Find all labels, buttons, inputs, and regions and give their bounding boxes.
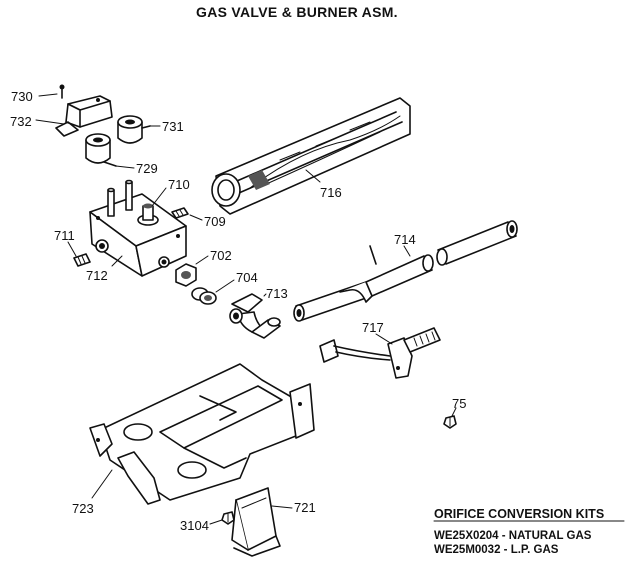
label-730: 730	[11, 89, 33, 104]
screw-3104	[221, 511, 235, 525]
leader-723	[91, 469, 113, 499]
leader-730	[38, 93, 58, 97]
elbow-713	[229, 293, 281, 339]
label-714: 714	[394, 232, 416, 247]
leader-713	[263, 293, 267, 297]
label-711: 711	[54, 228, 75, 243]
fitting-709	[171, 207, 189, 219]
leader-702	[195, 255, 209, 265]
shield-721	[231, 487, 281, 557]
tube-714	[293, 220, 518, 322]
leader-3104	[209, 519, 223, 525]
leader-717	[375, 333, 393, 345]
label-729: 729	[136, 161, 158, 176]
label-702: 702	[210, 248, 232, 263]
kit-natural-gas: WE25X0204 - NATURAL GAS	[434, 530, 592, 542]
diagram-title: GAS VALVE & BURNER ASM.	[196, 4, 398, 20]
gas-valve-712	[89, 179, 187, 277]
leader-709	[189, 214, 203, 221]
leader-729	[115, 165, 135, 169]
label-723: 723	[72, 501, 94, 516]
label-75: 75	[452, 396, 466, 411]
screw-730	[59, 84, 65, 99]
label-710: 710	[168, 177, 190, 192]
label-717: 717	[362, 320, 384, 335]
orifice-704	[191, 287, 217, 305]
igniter-717	[319, 327, 441, 379]
burner-716	[211, 97, 411, 215]
leader-732	[35, 119, 65, 125]
screw-75	[443, 415, 457, 429]
leader-710	[151, 187, 167, 207]
leader-75	[451, 407, 457, 417]
bracket-732	[55, 95, 113, 137]
leader-704	[215, 279, 235, 293]
label-713: 713	[266, 286, 288, 301]
kits-heading: ORIFICE CONVERSION KITS	[434, 507, 604, 521]
orifice-kits-box: ORIFICE CONVERSION KITS WE25X0204 - NATU…	[433, 507, 625, 556]
label-709: 709	[204, 214, 226, 229]
leader-712	[111, 255, 123, 267]
label-732: 732	[10, 114, 32, 129]
coil-731	[117, 115, 151, 144]
leader-714	[403, 245, 411, 257]
leader-716	[305, 169, 321, 183]
nut-702	[175, 263, 197, 287]
label-731: 731	[162, 119, 184, 134]
fitting-711	[73, 253, 91, 267]
coil-729	[85, 133, 117, 167]
kit-lp-gas: WE25M0032 - L.P. GAS	[434, 544, 559, 556]
leader-711	[67, 241, 77, 257]
label-721: 721	[294, 500, 316, 515]
label-712: 712	[86, 268, 108, 283]
label-716: 716	[320, 185, 342, 200]
label-704: 704	[236, 270, 258, 285]
bracket-723	[89, 363, 315, 505]
leader-721	[271, 505, 293, 509]
label-3104: 3104	[180, 518, 209, 533]
